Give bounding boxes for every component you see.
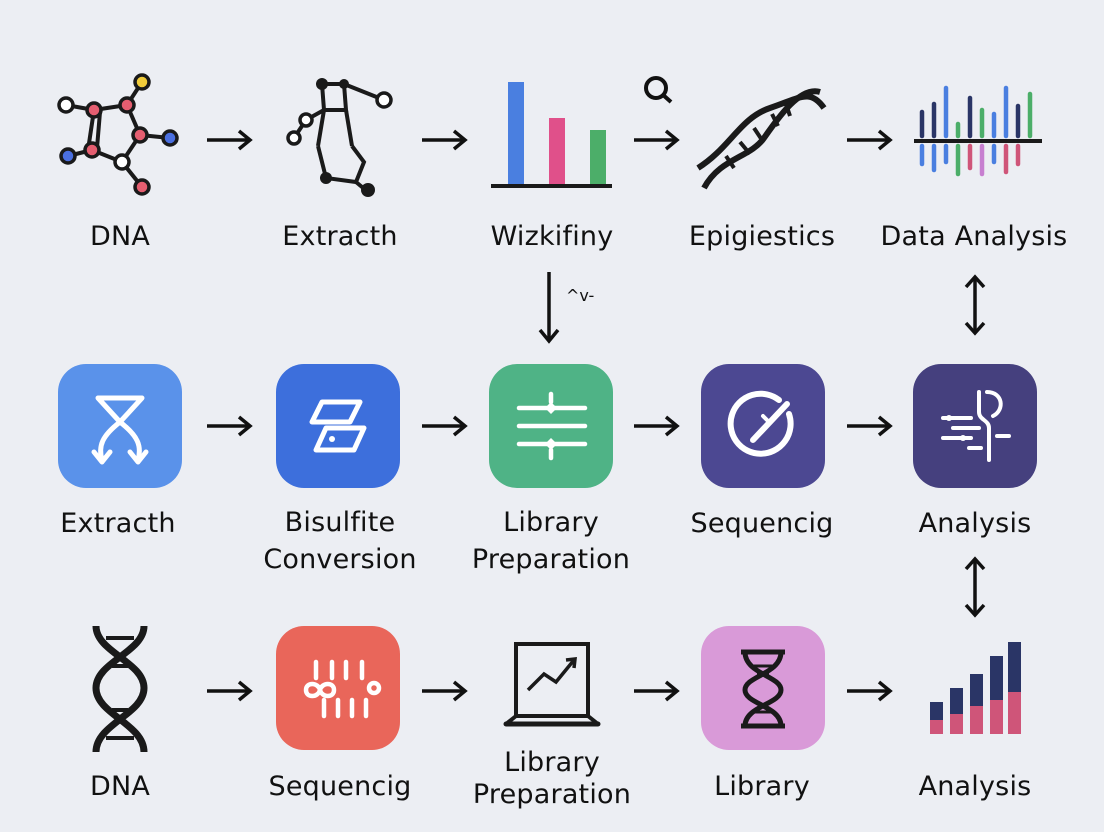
sequencer-icon bbox=[303, 659, 382, 719]
laptop-chart-icon bbox=[503, 642, 601, 727]
arrow-right-icon bbox=[422, 129, 468, 151]
node-label: Epigiestics bbox=[688, 221, 836, 252]
node-dna-top bbox=[40, 60, 200, 200]
sliders-icon bbox=[516, 391, 588, 461]
node-data-analysis bbox=[912, 84, 1046, 184]
arrow-right-icon bbox=[847, 129, 893, 151]
node-label: Analysis bbox=[918, 771, 1032, 802]
tile-analysis bbox=[913, 364, 1037, 488]
tile-library-prep bbox=[489, 364, 613, 488]
tile-library bbox=[701, 626, 825, 750]
arrow-right-icon bbox=[847, 415, 893, 437]
node-label: Extracth bbox=[60, 508, 176, 539]
arrow-right-icon bbox=[422, 415, 468, 437]
arrow-right-icon bbox=[634, 415, 680, 437]
node-extract-top bbox=[280, 70, 400, 200]
molecule-icon bbox=[57, 73, 179, 196]
double-arrow-icon bbox=[964, 556, 986, 618]
arrow-right-icon bbox=[422, 680, 468, 702]
circuit-icon bbox=[941, 390, 1011, 462]
arrow-down-icon bbox=[538, 272, 560, 344]
node-label: Analysis bbox=[918, 508, 1032, 539]
node-label-line1: Library bbox=[503, 507, 599, 538]
tile-sequencing bbox=[701, 364, 825, 488]
node-label-line2: Conversion bbox=[263, 544, 417, 575]
hourglass-icon bbox=[741, 649, 785, 729]
node-label: Library bbox=[714, 771, 810, 802]
dna-helix-icon bbox=[92, 625, 148, 753]
circle-slash-icon bbox=[727, 390, 794, 457]
tile-sequencing-bottom bbox=[276, 626, 400, 750]
arrow-right-icon bbox=[634, 129, 680, 151]
arrow-right-icon bbox=[634, 680, 680, 702]
signal-bars-icon bbox=[914, 85, 1042, 177]
molecule-ring-icon bbox=[286, 78, 393, 197]
bar-chart-icon bbox=[491, 82, 612, 188]
node-label: DNA bbox=[89, 771, 151, 802]
dna-helix-icon bbox=[696, 88, 827, 190]
extract-icon bbox=[91, 395, 149, 465]
arrow-right-icon bbox=[207, 415, 253, 437]
tile-bisulfite bbox=[276, 364, 400, 488]
layers-icon bbox=[309, 399, 367, 453]
search-icon bbox=[644, 76, 673, 104]
arrow-right-icon bbox=[207, 129, 253, 151]
node-analysis-bottom bbox=[924, 640, 1024, 736]
node-label: Sequencig bbox=[690, 508, 834, 539]
node-label: Wizkifiny bbox=[490, 221, 614, 252]
node-label: DNA bbox=[89, 221, 151, 252]
node-label: Sequencig bbox=[268, 771, 412, 802]
stacked-bar-icon bbox=[930, 642, 1021, 734]
arrow-note: ^v- bbox=[566, 286, 595, 305]
node-label-line1: Library bbox=[504, 747, 600, 778]
node-dna-bottom bbox=[84, 622, 156, 756]
tile-extract bbox=[58, 364, 182, 488]
node-label-line2: Preparation bbox=[471, 544, 631, 575]
node-epigiestics bbox=[690, 78, 830, 198]
node-library-prep-bottom bbox=[502, 638, 602, 734]
node-label: Data Analysis bbox=[880, 221, 1068, 252]
arrow-right-icon bbox=[207, 680, 253, 702]
node-wizkifiny bbox=[488, 78, 618, 192]
double-arrow-icon bbox=[964, 274, 986, 336]
node-label: Extracth bbox=[282, 221, 398, 252]
node-label-line2: Preparation bbox=[472, 779, 632, 810]
arrow-right-icon bbox=[847, 680, 893, 702]
node-label-line1: Bisulfite bbox=[284, 507, 396, 538]
